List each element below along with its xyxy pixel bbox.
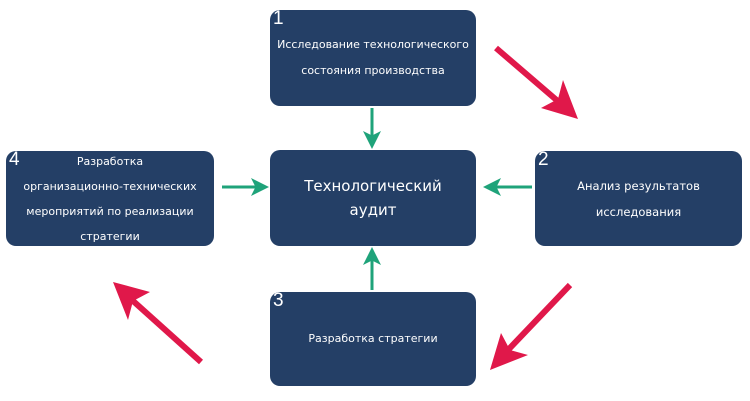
center-title: Технологический (304, 177, 442, 195)
step-4-box[interactable]: 4 Разработка организационно-технических … (6, 149, 214, 246)
step-2-box[interactable]: 2 Анализ результатов исследования (535, 149, 742, 246)
step-number: 3 (273, 290, 284, 311)
step-text-line: Анализ результатов (577, 179, 700, 193)
red-arrow-2-to-3 (490, 282, 573, 370)
step-text-line: Разработка (76, 155, 144, 168)
step-text-line: организационно-технических (23, 180, 197, 193)
step-text-line: стратегии (80, 230, 140, 243)
step-1-box[interactable]: 1 Исследование технологического состояни… (270, 8, 476, 106)
center-box-audit[interactable]: Технологический аудит (270, 150, 476, 246)
step-text-line: Разработка стратегии (308, 332, 438, 345)
step-number: 1 (273, 8, 284, 29)
step-text-line: мероприятий по реализации (26, 205, 194, 218)
step-text-line: состояния производства (301, 64, 445, 77)
center-title: аудит (349, 201, 397, 219)
red-arrow-3-to-4 (113, 282, 204, 365)
step-text-line: Исследование технологического (277, 38, 469, 51)
step-number: 4 (9, 149, 20, 170)
step-text-line: исследования (595, 205, 682, 219)
red-arrow-1-to-2 (494, 45, 578, 119)
step-number: 2 (538, 149, 549, 170)
step-3-box[interactable]: 3 Разработка стратегии (270, 290, 476, 386)
